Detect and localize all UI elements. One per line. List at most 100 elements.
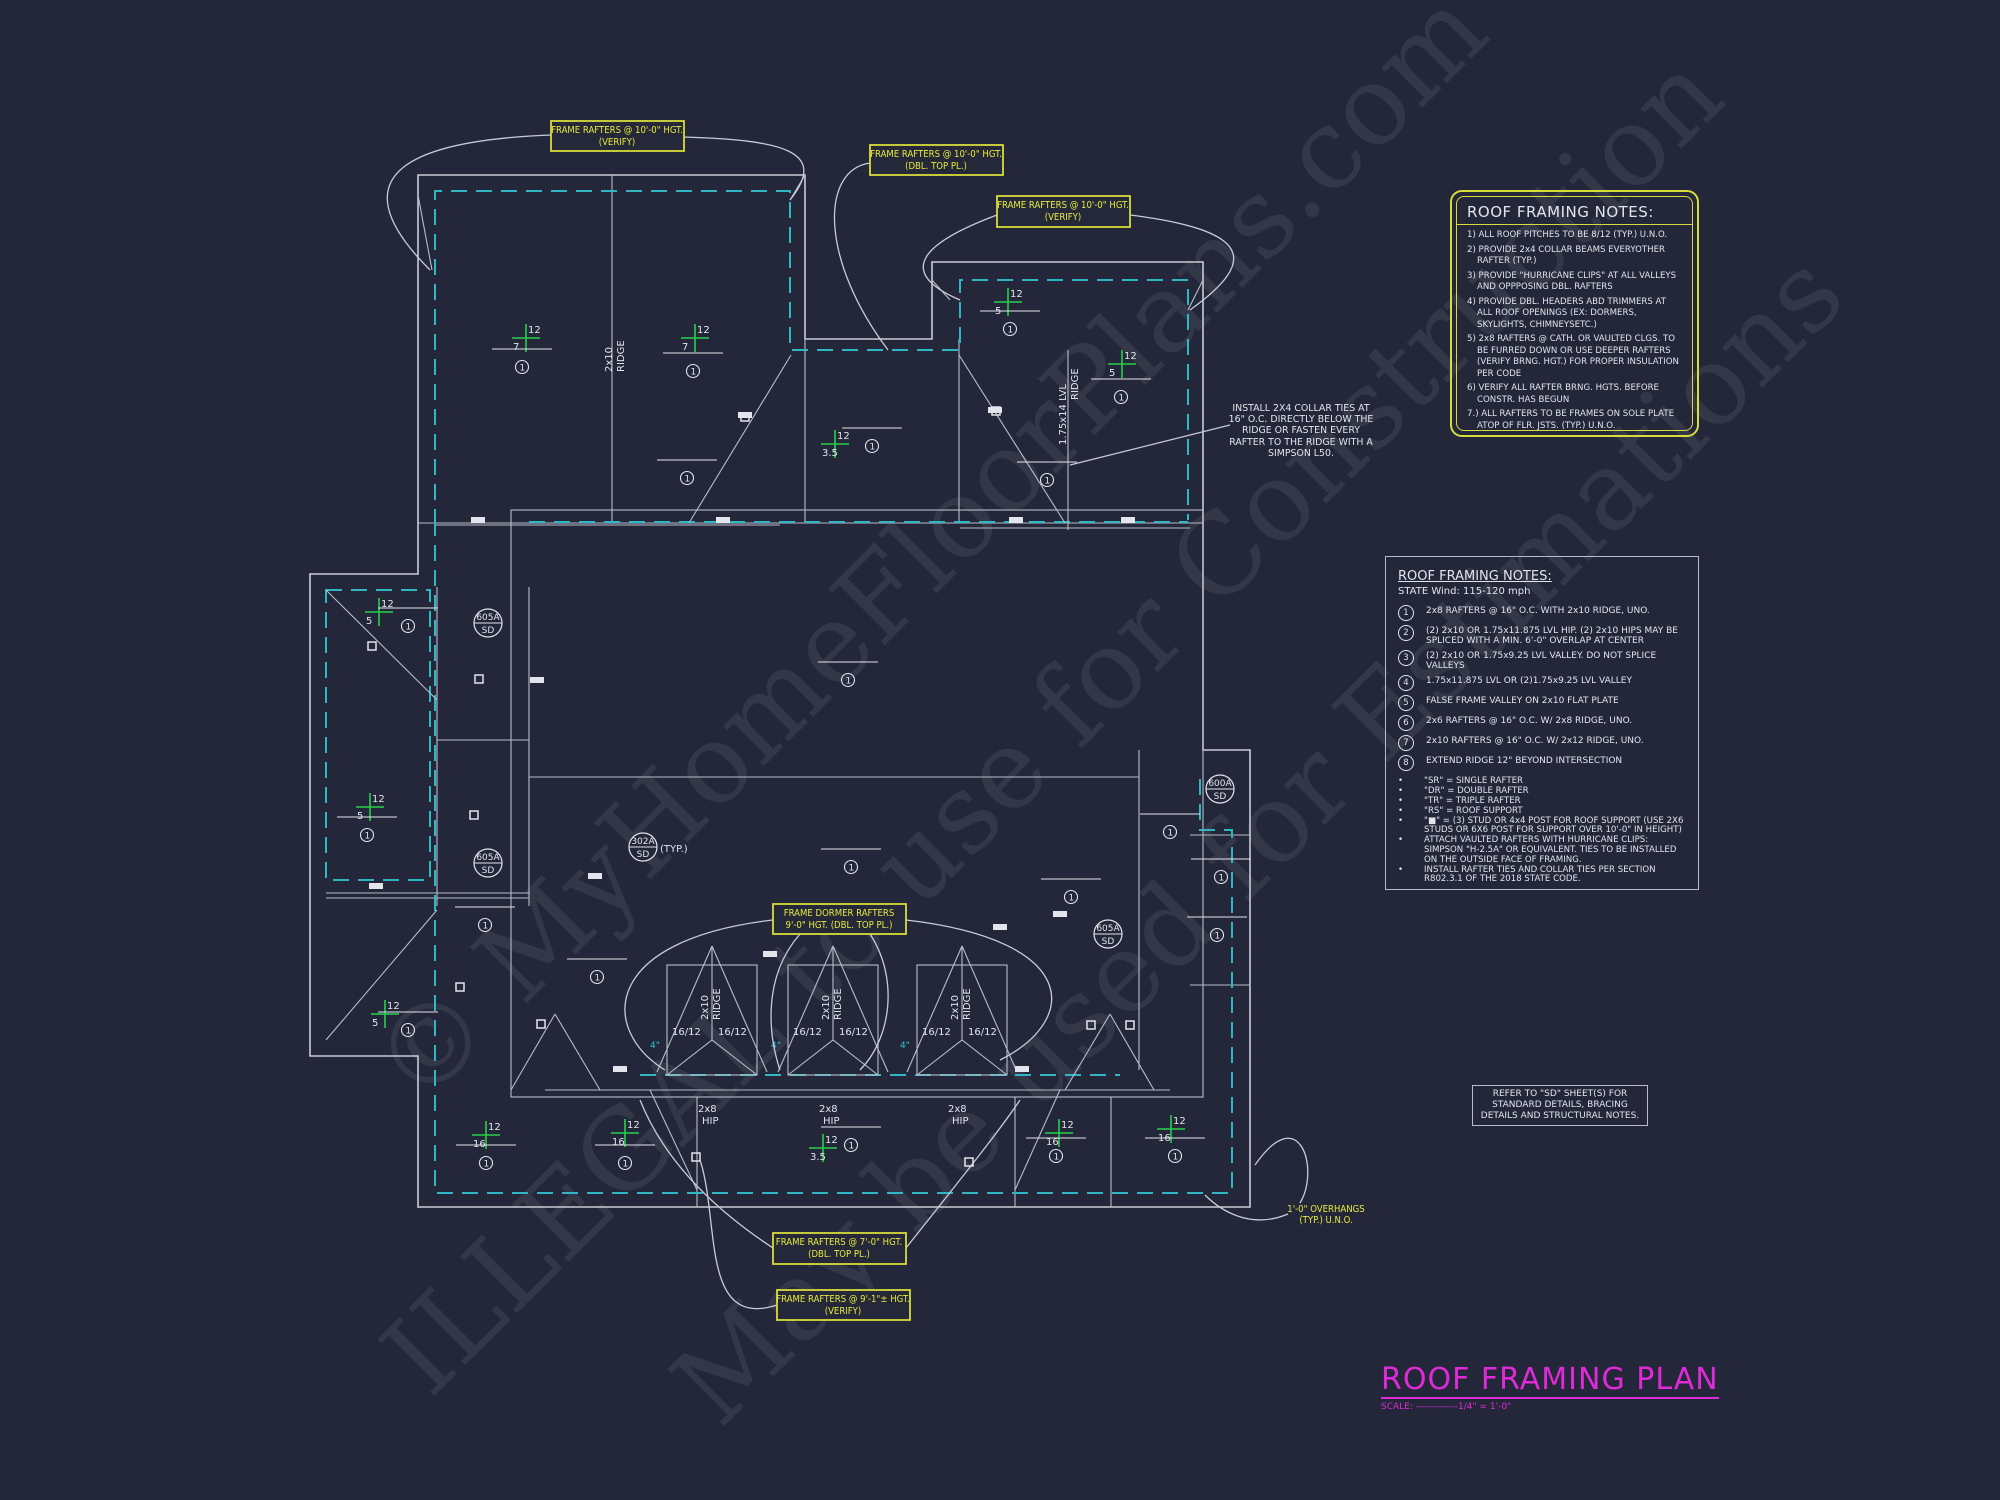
label-frame-dormer-rafters: FRAME DORMER RAFTERS 9'-0" HGT. (DBL. TO… <box>772 903 907 935</box>
pitch-run: 12 <box>627 1120 640 1131</box>
legend-text: 2x6 RAFTERS @ 16" O.C. W/ 2x8 RIDGE, UNO… <box>1426 716 1633 727</box>
notes-title: ROOF FRAMING NOTES: <box>1457 197 1692 225</box>
legend-number: 5 <box>1398 695 1414 712</box>
tag-number: 1 <box>1219 874 1225 884</box>
tag-number: 1 <box>484 1160 490 1170</box>
bullet-dot: • <box>1398 795 1404 806</box>
label-overhangs: 1'-0" OVERHANGS (TYP.) U.N.O. <box>1287 1204 1364 1226</box>
ridge-label: RIDGE <box>712 988 723 1020</box>
pitch-symbol: 125 <box>994 288 1023 317</box>
rafter-type-tag: 1 <box>567 958 627 985</box>
legend-bullet: •"SR" = SINGLE RAFTER <box>1398 777 1686 787</box>
beam-marker <box>471 517 485 523</box>
pitch-rise: 5 <box>372 1018 378 1029</box>
tag-circle <box>400 618 416 634</box>
pitch-run: 12 <box>1124 351 1137 362</box>
tag-circle <box>843 1137 859 1153</box>
bullet-text: "DR" = DOUBLE RAFTER <box>1424 786 1529 797</box>
tag-number: 1 <box>1045 477 1051 487</box>
rafter-type-tag: 1 <box>842 427 902 454</box>
beam-marker <box>763 951 777 957</box>
tag-circle <box>359 827 375 843</box>
post-support-marker <box>469 810 479 820</box>
dormer-pitch: 16/12 <box>968 1027 997 1038</box>
tag-circle <box>514 359 530 375</box>
pitch-rise: 5 <box>366 616 372 627</box>
legend-text: 2x8 RAFTERS @ 16" O.C. WITH 2x10 RIDGE, … <box>1426 606 1650 616</box>
plan-marks: 127127125125123.512512512512161216123.51… <box>337 288 1251 1171</box>
notes-title: ROOF FRAMING NOTES: <box>1398 569 1552 584</box>
callout-id: 600A <box>1208 779 1232 789</box>
tag-number: 1 <box>849 1142 855 1152</box>
title-text: ROOF FRAMING PLAN <box>1381 1362 1719 1399</box>
legend-bullet: •"RS" = ROOF SUPPORT <box>1398 805 1686 817</box>
legend-item: 6 2x6 RAFTERS @ 16" O.C. W/ 2x8 RIDGE, UN… <box>1398 715 1686 732</box>
legend-bullet: •"TR" = TRIPLE RAFTER <box>1398 795 1686 807</box>
pitch-rise: 16 <box>1046 1137 1059 1148</box>
pitch-rise: 16 <box>612 1137 625 1148</box>
tag-number: 1 <box>623 1160 629 1170</box>
post-support-marker <box>1086 1020 1096 1030</box>
bullet-dot: • <box>1398 835 1404 846</box>
dormer-pitch: 16/12 <box>839 1027 868 1038</box>
label-line: 9'-0" HGT. (DBL. TOP PL.) <box>786 920 893 931</box>
scale-label: SCALE: <box>1381 1402 1413 1412</box>
tag-circle <box>1213 869 1229 885</box>
hip-label: 2x8 <box>819 1104 838 1115</box>
dormer-3: 2x10 RIDGE 16/12 16/12 2x8 HIP 4" <box>900 945 1018 1127</box>
pitch-run: 12 <box>1061 1120 1074 1131</box>
pitch-rise: 7 <box>513 342 519 353</box>
tag-number: 1 <box>1119 394 1125 404</box>
label-frame-rafters-top-left: FRAME RAFTERS @ 10'-0" HGT. (VERIFY) <box>550 120 685 152</box>
legend-text: (2) 2x10 OR 1.75x9.25 LVL VALLEY. DO NOT… <box>1426 651 1657 671</box>
legend-number: 6 <box>1398 715 1414 732</box>
post-support-marker <box>991 406 1001 416</box>
label-frame-rafters-bottom-1: FRAME RAFTERS @ 7'-0" HGT. (DBL. TOP PL.… <box>772 1232 907 1265</box>
label-line: (TYP.) U.N.O. <box>1299 1215 1352 1226</box>
ridge-label-lvl: RIDGE <box>1070 368 1081 400</box>
dormer-pitch: 16/12 <box>672 1027 701 1038</box>
legend-text: (2) 2x10 OR 1.75x11.875 LVL HIP. (2) 2x1… <box>1426 626 1678 646</box>
tag-circle <box>1063 889 1079 905</box>
pitch-run: 12 <box>837 431 850 442</box>
bullet-text: "■" = (3) STUD OR 4x4 POST FOR ROOF SUPP… <box>1424 815 1684 836</box>
pitch-symbol: 125 <box>356 793 385 822</box>
rafter-type-tag: 1 <box>378 607 438 634</box>
label-line: (DBL. TOP PL.) <box>905 161 967 172</box>
hips-and-valleys <box>325 174 1204 1191</box>
note-item: 6) VERIFY ALL RAFTER BRNG. HGTS. BEFORE … <box>1467 383 1659 405</box>
tag-circle <box>1002 321 1018 337</box>
legend-bullet: •ATTACH VAULTED RAFTERS WITH HURRICANE C… <box>1398 835 1686 865</box>
pitch-run: 12 <box>697 325 710 336</box>
tag-number: 1 <box>1008 326 1014 336</box>
rafter-type-tag: 1 <box>980 310 1040 337</box>
legend-number: 8 <box>1398 755 1414 772</box>
tag-number: 1 <box>595 974 601 984</box>
ridge-label-2x10: RIDGE <box>616 340 627 372</box>
pitch-symbol: 125 <box>371 1000 400 1029</box>
roof-framing-notes-legend: ROOF FRAMING NOTES: STATE Wind: 115-120 … <box>1385 556 1699 890</box>
legend-number: 3 <box>1398 650 1414 667</box>
rafter-type-tag: 1 <box>595 1144 655 1171</box>
callout-sheet: SD <box>482 866 495 876</box>
label-line: (VERIFY) <box>599 137 636 148</box>
dimension-4in: 4" <box>650 1041 660 1051</box>
legend-text: FALSE FRAME VALLEY ON 2x10 FLAT PLATE <box>1426 696 1619 707</box>
dormers: 2x10 RIDGE 16/12 16/12 2x8 HIP 4" 2x10 R… <box>650 945 1018 1127</box>
label-line: 1'-0" OVERHANGS <box>1287 1204 1364 1215</box>
bullet-text: "RS" = ROOF SUPPORT <box>1424 805 1523 816</box>
tag-circle <box>1039 472 1055 488</box>
pitch-run: 12 <box>1010 289 1023 300</box>
label-line: FRAME DORMER RAFTERS <box>784 908 895 919</box>
